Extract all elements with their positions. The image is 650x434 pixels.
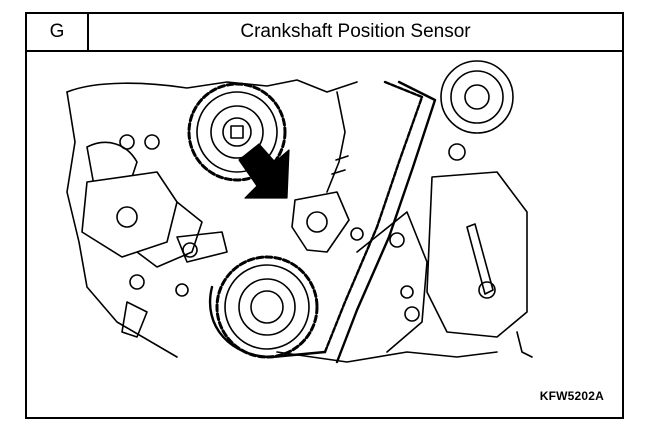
tensioner-bracket — [426, 171, 533, 358]
section-code: G — [27, 14, 89, 50]
diagram-frame: G Crankshaft Position Sensor — [25, 12, 624, 419]
header-row: G Crankshaft Position Sensor — [27, 14, 622, 52]
engine-block — [66, 79, 498, 363]
bolt-icon — [119, 134, 420, 322]
cam-sprocket-icon — [187, 82, 287, 182]
sensor-icon — [291, 91, 350, 253]
crank-sprocket-icon — [215, 255, 319, 359]
idler-pulley-icon — [440, 60, 514, 134]
page-title: Crankshaft Position Sensor — [240, 21, 471, 42]
pointer-arrow-icon — [238, 143, 290, 199]
figure-reference: KFW5202A — [539, 389, 604, 403]
tensioner-icon — [81, 171, 228, 263]
engine-illustration — [66, 60, 533, 364]
